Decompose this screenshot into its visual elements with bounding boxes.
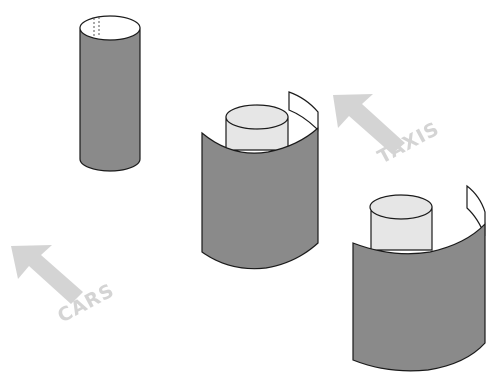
curved-wall-front-right (352, 222, 486, 372)
wrapped-cylinder-right (352, 184, 486, 372)
up-left-arrow-icon (11, 245, 83, 304)
wrapped-cylinder-middle (201, 91, 319, 270)
curved-wall-front-middle (201, 126, 319, 270)
taxis-direction-marker: TAXIS (333, 94, 443, 168)
standalone-cylinder-top (79, 15, 141, 41)
standalone-cylinder (79, 15, 141, 172)
cars-direction-marker: CARS (11, 245, 118, 327)
standalone-cylinder-body (79, 27, 141, 172)
inner-tube-top-right (369, 194, 433, 220)
inner-tube-top-middle (225, 104, 289, 130)
up-left-arrow-icon (333, 94, 405, 154)
curved-wall-inner-middle (288, 91, 319, 132)
